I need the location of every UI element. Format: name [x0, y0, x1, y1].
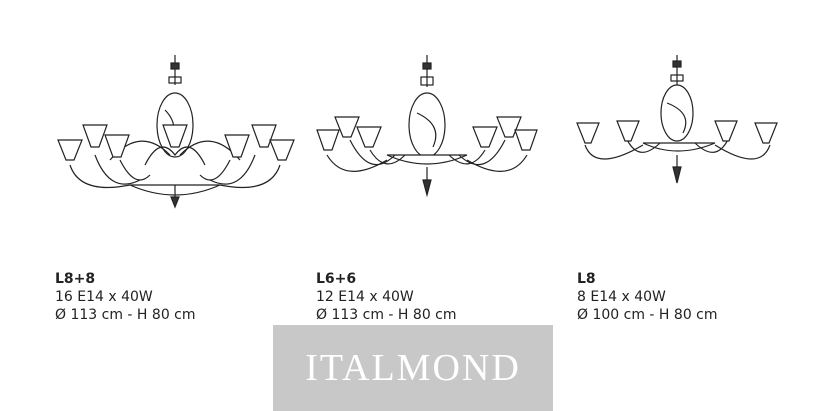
brand-watermark: ITALMOND	[273, 325, 553, 411]
dimensions: Ø 113 cm - H 80 cm	[55, 307, 196, 323]
watermark-text: ITALMOND	[305, 347, 521, 389]
bulb-spec: 16 E14 x 40W	[55, 289, 153, 305]
product-spec-1: L8+8 16 E14 x 40W Ø 113 cm - H 80 cm	[55, 270, 196, 324]
chandelier-illustration-l8-8	[50, 55, 300, 215]
bulb-spec: 12 E14 x 40W	[316, 289, 414, 305]
model-name: L8+8	[55, 271, 96, 287]
model-name: L8	[577, 271, 596, 287]
chandelier-illustration-l6-6	[315, 55, 540, 215]
chandelier-12-lights-drawing	[316, 55, 538, 198]
product-spec-2: L6+6 12 E14 x 40W Ø 113 cm - H 80 cm	[316, 270, 457, 324]
chandelier-illustration-l8	[575, 55, 780, 195]
product-spec-3: L8 8 E14 x 40W Ø 100 cm - H 80 cm	[577, 270, 718, 324]
bulb-spec: 8 E14 x 40W	[577, 289, 666, 305]
model-name: L6+6	[316, 271, 357, 287]
dimensions: Ø 113 cm - H 80 cm	[316, 307, 457, 323]
dimensions: Ø 100 cm - H 80 cm	[577, 307, 718, 323]
chandelier-16-lights-drawing	[57, 55, 295, 209]
chandelier-8-lights-drawing	[576, 55, 778, 184]
